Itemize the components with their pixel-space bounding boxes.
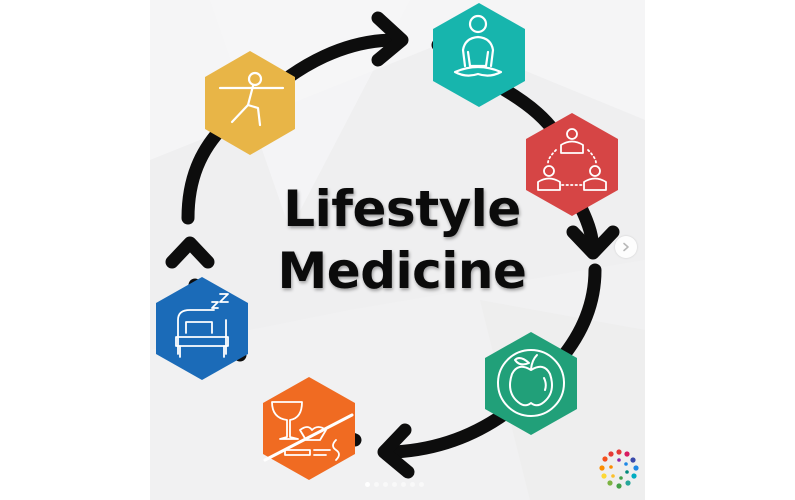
title-line-2: Medicine (277, 242, 527, 300)
social-connection-icon (537, 128, 607, 191)
arc-bottom-right (388, 403, 517, 459)
arc-left-upper (181, 118, 232, 225)
hex-nutrition (485, 332, 577, 435)
carousel-dot[interactable] (383, 482, 388, 487)
hex-avoid-risky-substances (263, 377, 355, 480)
arrowhead-left (165, 236, 215, 269)
chevron-right-icon (623, 242, 629, 252)
no-substances-icon (263, 401, 354, 462)
carousel-dot[interactable] (392, 482, 397, 487)
hex-social-connection (526, 113, 618, 216)
hex-stress-management (433, 3, 525, 107)
carousel-dot[interactable] (365, 482, 370, 487)
arrowhead-bottom (377, 423, 415, 479)
hex-sleep (156, 277, 248, 380)
carousel-next-button[interactable] (615, 236, 637, 258)
rainbow-dot-ring-logo (599, 449, 639, 489)
page-title: Lifestyle Medicine (262, 178, 542, 302)
carousel-dot[interactable] (419, 482, 424, 487)
yoga-pose-icon (218, 71, 285, 127)
title-line-1: Lifestyle (283, 180, 521, 238)
meditation-icon (453, 14, 503, 77)
apple-icon (497, 349, 565, 417)
carousel-indicators (365, 482, 424, 487)
arrowhead-top (371, 11, 409, 67)
carousel-dot[interactable] (374, 482, 379, 487)
hex-physical-activity (205, 51, 295, 155)
bed-sleep-icon (175, 293, 229, 358)
arrowhead-right (566, 225, 620, 260)
carousel-dot[interactable] (401, 482, 406, 487)
carousel-dot[interactable] (410, 482, 415, 487)
arc-right (553, 263, 602, 367)
